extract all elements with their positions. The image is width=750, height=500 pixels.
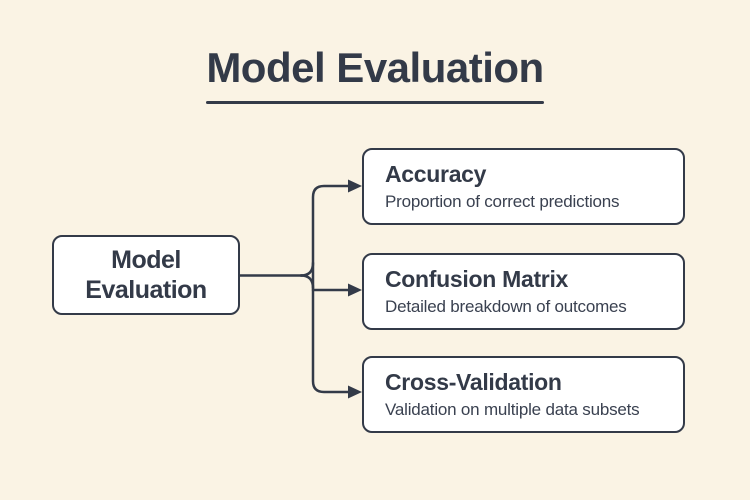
branch-title: Cross-Validation (385, 369, 562, 395)
branch-description: Detailed breakdown of outcomes (385, 297, 627, 316)
branch-description: Validation on multiple data subsets (385, 400, 640, 419)
arrowhead-bottom-icon (348, 385, 362, 399)
branch-title: Accuracy (385, 161, 487, 187)
branch-title: Confusion Matrix (385, 266, 569, 292)
root-node-label: Model Evaluation (85, 246, 207, 304)
arrowhead-top-icon (348, 179, 362, 193)
page-title: Model Evaluation (206, 44, 544, 91)
branch-description: Proportion of correct predictions (385, 192, 620, 211)
node-model-evaluation[interactable]: Model Evaluation (52, 235, 240, 315)
connector-fork-fillet-up (299, 261, 315, 277)
arrowhead-middle-icon (348, 283, 362, 297)
branch-card-accuracy[interactable]: Accuracy Proportion of correct predictio… (362, 148, 685, 225)
branch-card-cross-validation[interactable]: Cross-Validation Validation on multiple … (362, 356, 685, 433)
title-underline (206, 101, 544, 104)
connector-fork-fillet-down (299, 274, 315, 290)
branch-card-confusion-matrix[interactable]: Confusion Matrix Detailed breakdown of o… (362, 253, 685, 330)
